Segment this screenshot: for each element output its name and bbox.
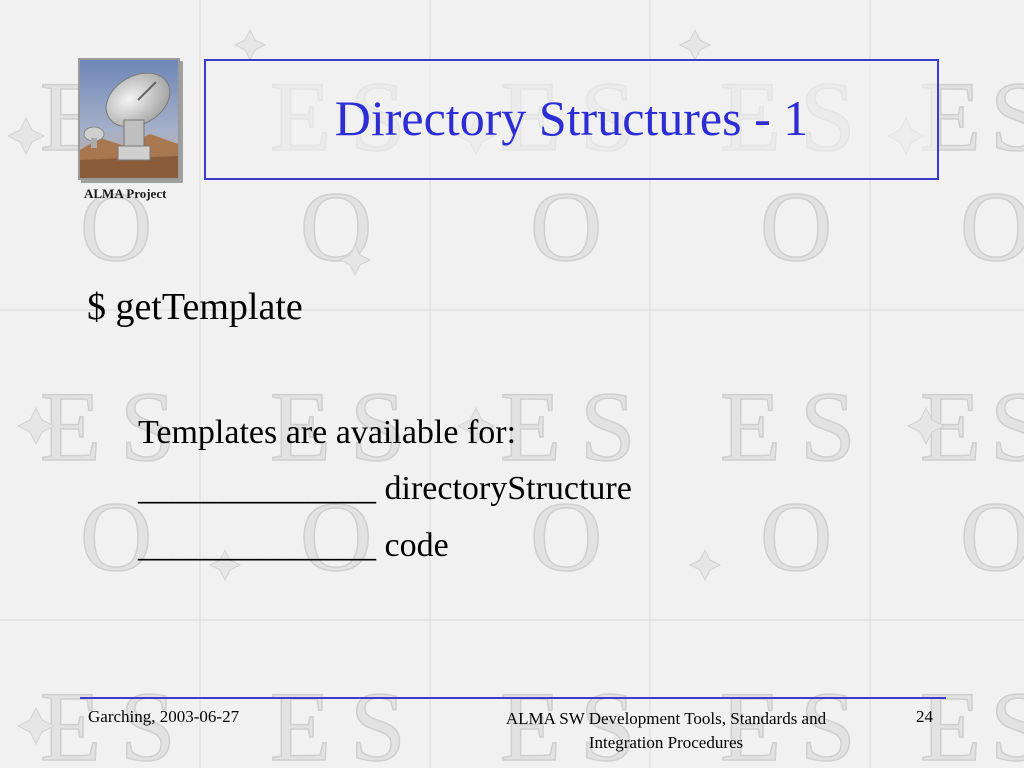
footer-divider <box>80 697 946 699</box>
alma-logo <box>78 58 180 180</box>
footer-title-line-1: ALMA SW Development Tools, Standards and <box>505 709 827 728</box>
svg-text:E: E <box>920 371 981 482</box>
page-title: Directory Structures - 1 <box>334 90 809 146</box>
svg-text:E: E <box>40 371 101 482</box>
svg-text:O: O <box>760 171 832 282</box>
title-box: Directory Structures - 1 <box>204 59 939 180</box>
svg-text:E: E <box>270 671 331 768</box>
svg-text:O: O <box>760 481 832 592</box>
svg-text:S: S <box>350 671 406 768</box>
svg-text:O: O <box>300 171 372 282</box>
footer-title: ALMA SW Development Tools, Standards and… <box>464 707 868 755</box>
option-code: ______________ code <box>138 527 449 564</box>
option-directory-structure: ______________ directoryStructure <box>138 470 632 507</box>
svg-text:O: O <box>960 481 1024 592</box>
logo-label: ALMA Project <box>84 186 167 201</box>
page-number: 24 <box>916 707 933 726</box>
footer-location-date: Garching, 2003-06-27 <box>88 707 240 726</box>
footer-title-line-2: Integration Procedures <box>588 733 744 752</box>
svg-text:S: S <box>990 371 1024 482</box>
svg-text:O: O <box>960 171 1024 282</box>
antenna-dish-icon <box>80 60 178 178</box>
svg-text:S: S <box>580 371 636 482</box>
svg-text:S: S <box>990 61 1024 172</box>
command-line: $ getTemplate <box>87 286 303 328</box>
svg-text:E: E <box>720 371 781 482</box>
svg-text:S: S <box>800 371 856 482</box>
intro-line: Templates are available for: <box>138 414 517 451</box>
svg-text:S: S <box>990 671 1024 768</box>
svg-text:O: O <box>530 171 602 282</box>
